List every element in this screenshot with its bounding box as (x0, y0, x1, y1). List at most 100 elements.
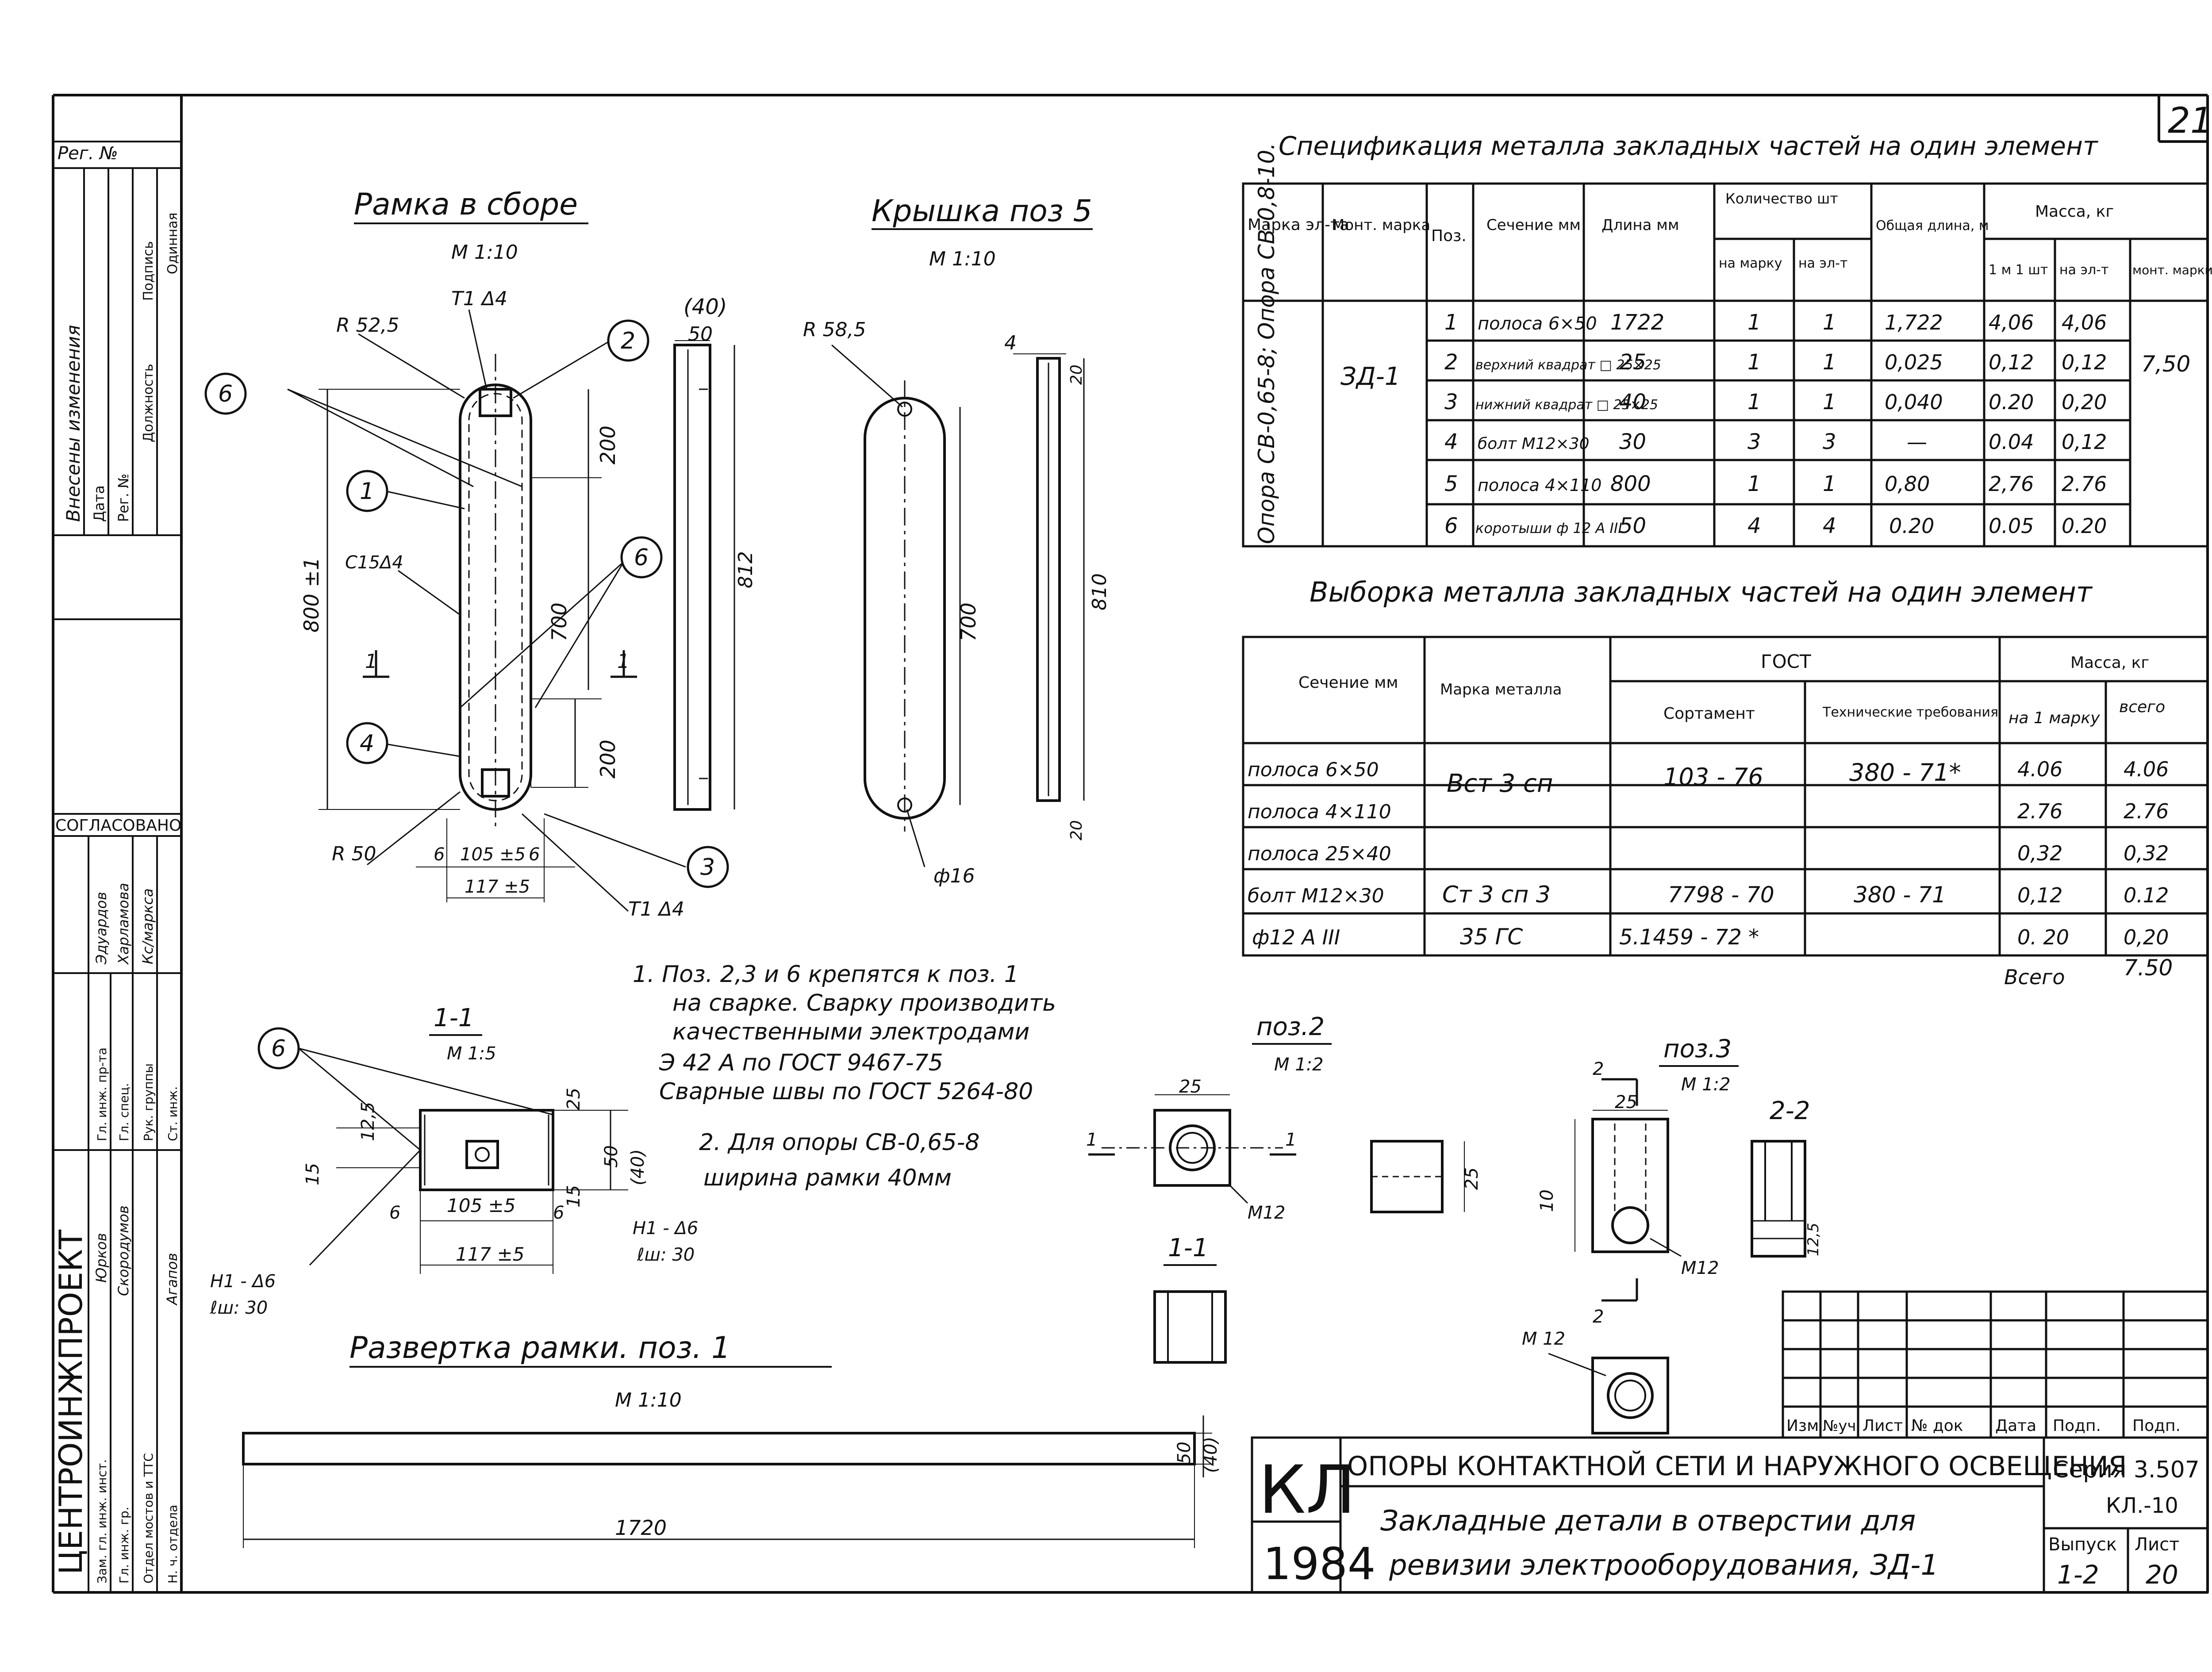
cell-pos: 2 (1444, 350, 1458, 375)
cell-pos: 3 (1444, 390, 1458, 414)
name-2: Харламова (115, 883, 132, 965)
pos3-view: поз.3 М 1:2 2-2 25 (1522, 1035, 1822, 1434)
note-1-line-4: Э 42 А по ГОСТ 9467-75 (659, 1050, 943, 1076)
name-6: Агапов (164, 1253, 180, 1306)
side-dim-40: (40) (684, 295, 727, 319)
frame-assembly-title: Рамка в сборе (354, 187, 578, 222)
cell-total: 0,20 (2124, 925, 2169, 949)
name-1: Эдуардов (93, 892, 110, 965)
lid-dim-20-top: 20 (1068, 364, 1086, 385)
spec-header-mark: Марка эл-та (1248, 216, 1349, 234)
pos2-title: поз.2 (1256, 1012, 1325, 1041)
unfold-title: Развертка рамки. поз. 1 (349, 1331, 730, 1365)
weld-t1b-label: Т1 Δ4 (628, 898, 684, 920)
stamp-col-list: Лист (1863, 1417, 1903, 1435)
cell-section: полоса 6×50 (1248, 759, 1379, 781)
section-dim-105: 105 ±5 (447, 1195, 515, 1216)
cell-qty-el: 1 (1823, 350, 1836, 375)
role-5: Зам. гл. инж. инст. (95, 1459, 109, 1584)
table-row: ф12 А III 35 ГС 5.1459 - 72 * 0. 20 0,20 (1252, 924, 2169, 950)
section-11-view: 1-1 М 1:5 6 12,5 15 25 50 (40) (210, 1004, 698, 1318)
section-dim-15-right: 15 (564, 1185, 584, 1208)
changes-col-single: Одинная (165, 212, 180, 274)
section-11-title: 1-1 (434, 1004, 474, 1032)
cell-total-len: 1,722 (1885, 311, 1943, 334)
issue-value: 1-2 (2057, 1560, 2099, 1590)
dim-200-bottom: 200 (596, 740, 620, 778)
cell-per-mark: 0,32 (2017, 841, 2062, 865)
name-4: Юрков (93, 1233, 110, 1283)
spec-header-qty-el: на эл-т (1798, 256, 1847, 271)
weld-h1-left: Н1 - Δ6 (210, 1271, 276, 1292)
frame-assembly-view: Рамка в сборе М 1:10 (204, 187, 729, 920)
table-row: 2 верхний квадрат □ 25×25 25 1 1 0,025 0… (1444, 350, 2107, 375)
section-dim-125: 12,5 (358, 1102, 378, 1141)
cell-section: нижний квадрат □ 25×25 (1475, 397, 1658, 413)
section-dim-6-left: 6 (389, 1203, 400, 1223)
spec-table: Спецификация металла закладных частей на… (1242, 131, 2212, 548)
cell-mass-1: 0.04 (1989, 430, 2034, 454)
note-1-line-3: качественными электродами (672, 1019, 1029, 1045)
callout-6 (204, 372, 247, 415)
drawing-title-line-2: ревизии электрооборудования, ЗД-1 (1389, 1549, 1939, 1582)
cell-per-mark: 2.76 (2017, 799, 2062, 823)
cell-mass-1: 4,06 (1989, 311, 2034, 334)
pos3-dim-125: 12,5 (1805, 1223, 1822, 1256)
sel-header-gost: ГОСТ (1761, 651, 1811, 672)
cell-assort: 5.1459 - 72 * (1619, 925, 1759, 950)
lid-scale: М 1:10 (929, 248, 996, 270)
pos2-cut-right: 1 (1285, 1130, 1296, 1150)
cell-length: 40 (1619, 390, 1646, 414)
section-dim-6-right: 6 (553, 1203, 564, 1223)
callout-2-label: 2 (621, 328, 635, 354)
pos2-side-dim-25: 25 (1462, 1167, 1482, 1190)
cell-length: 25 (1619, 350, 1646, 375)
lid-radius: R 58,5 (803, 318, 866, 341)
dim-105: 105 ±5 (460, 844, 526, 865)
dim-6-right: 6 (529, 844, 540, 865)
cell-section: болт М12×30 (1478, 435, 1590, 453)
cell-mass-el: 4,06 (2062, 311, 2107, 334)
cell-length: 800 (1610, 472, 1651, 496)
pos2-dim-25: 25 (1179, 1077, 1202, 1097)
spec-header-section: Сечение мм (1486, 216, 1581, 234)
spec-header-qty-mark: на марку (1719, 256, 1782, 271)
cell-pos: 5 (1444, 472, 1458, 496)
callout-1 (346, 470, 388, 512)
note-2-line-2: ширина рамки 40мм (703, 1165, 952, 1191)
dim-200-top: 200 (596, 426, 620, 464)
issue-label: Выпуск (2048, 1534, 2117, 1555)
cell-length: 1722 (1610, 310, 1664, 335)
sheet-value: 20 (2146, 1560, 2178, 1590)
sel-total-label: Всего (2004, 965, 2065, 989)
cut-mark-left: 1 (365, 650, 377, 673)
cell-mass-1: 2,76 (1989, 472, 2034, 496)
note-2-line-1: 2. Для опоры СВ-0,65-8 (699, 1129, 979, 1156)
selection-title: Выборка металла закладных частей на один… (1310, 576, 2093, 608)
weld-h1-right: Н1 - Δ6 (633, 1218, 698, 1239)
cell-tech: 380 - 71 (1854, 882, 1946, 908)
table-row: полоса 4×110 2.76 2.76 (1248, 799, 2169, 823)
cell-grade: Вст 3 сп (1447, 769, 1553, 798)
cut-mark-right: 1 (617, 650, 630, 673)
title-block: Изм №уч Лист № док Дата Подп. Подп. КЛ 1… (1251, 1290, 2209, 1594)
project-title: ОПОРЫ КОНТАКТНОЙ СЕТИ И НАРУЖНОГО ОСВЕЩЕ… (1347, 1450, 2127, 1482)
cell-total: 2.76 (2124, 799, 2169, 823)
cell-total: 0,32 (2124, 841, 2169, 865)
sel-header-mass: Масса, кг (2070, 654, 2149, 672)
sel-header-assort: Сортамент (1663, 705, 1755, 723)
cell-length: 50 (1619, 514, 1646, 538)
callout-3 (687, 846, 729, 888)
cell-assort: 103 - 76 (1663, 763, 1763, 791)
pos3-thread: М12 (1681, 1258, 1719, 1278)
series-label: Серия 3.507 (2053, 1457, 2200, 1483)
section-22-title: 2-2 (1770, 1097, 1810, 1125)
cell-qty-el: 3 (1823, 430, 1836, 454)
spec-header-mass-el: на эл-т (2059, 262, 2108, 278)
lid-dim-700: 700 (956, 602, 980, 641)
cell-qty-el: 1 (1823, 310, 1836, 335)
role-2: Гл. спец. (117, 1083, 131, 1141)
dim-117: 117 ±5 (465, 877, 530, 897)
cell-qty-mark: 4 (1747, 514, 1761, 538)
spec-header-mass-1: 1 м 1 шт (1989, 262, 2048, 278)
